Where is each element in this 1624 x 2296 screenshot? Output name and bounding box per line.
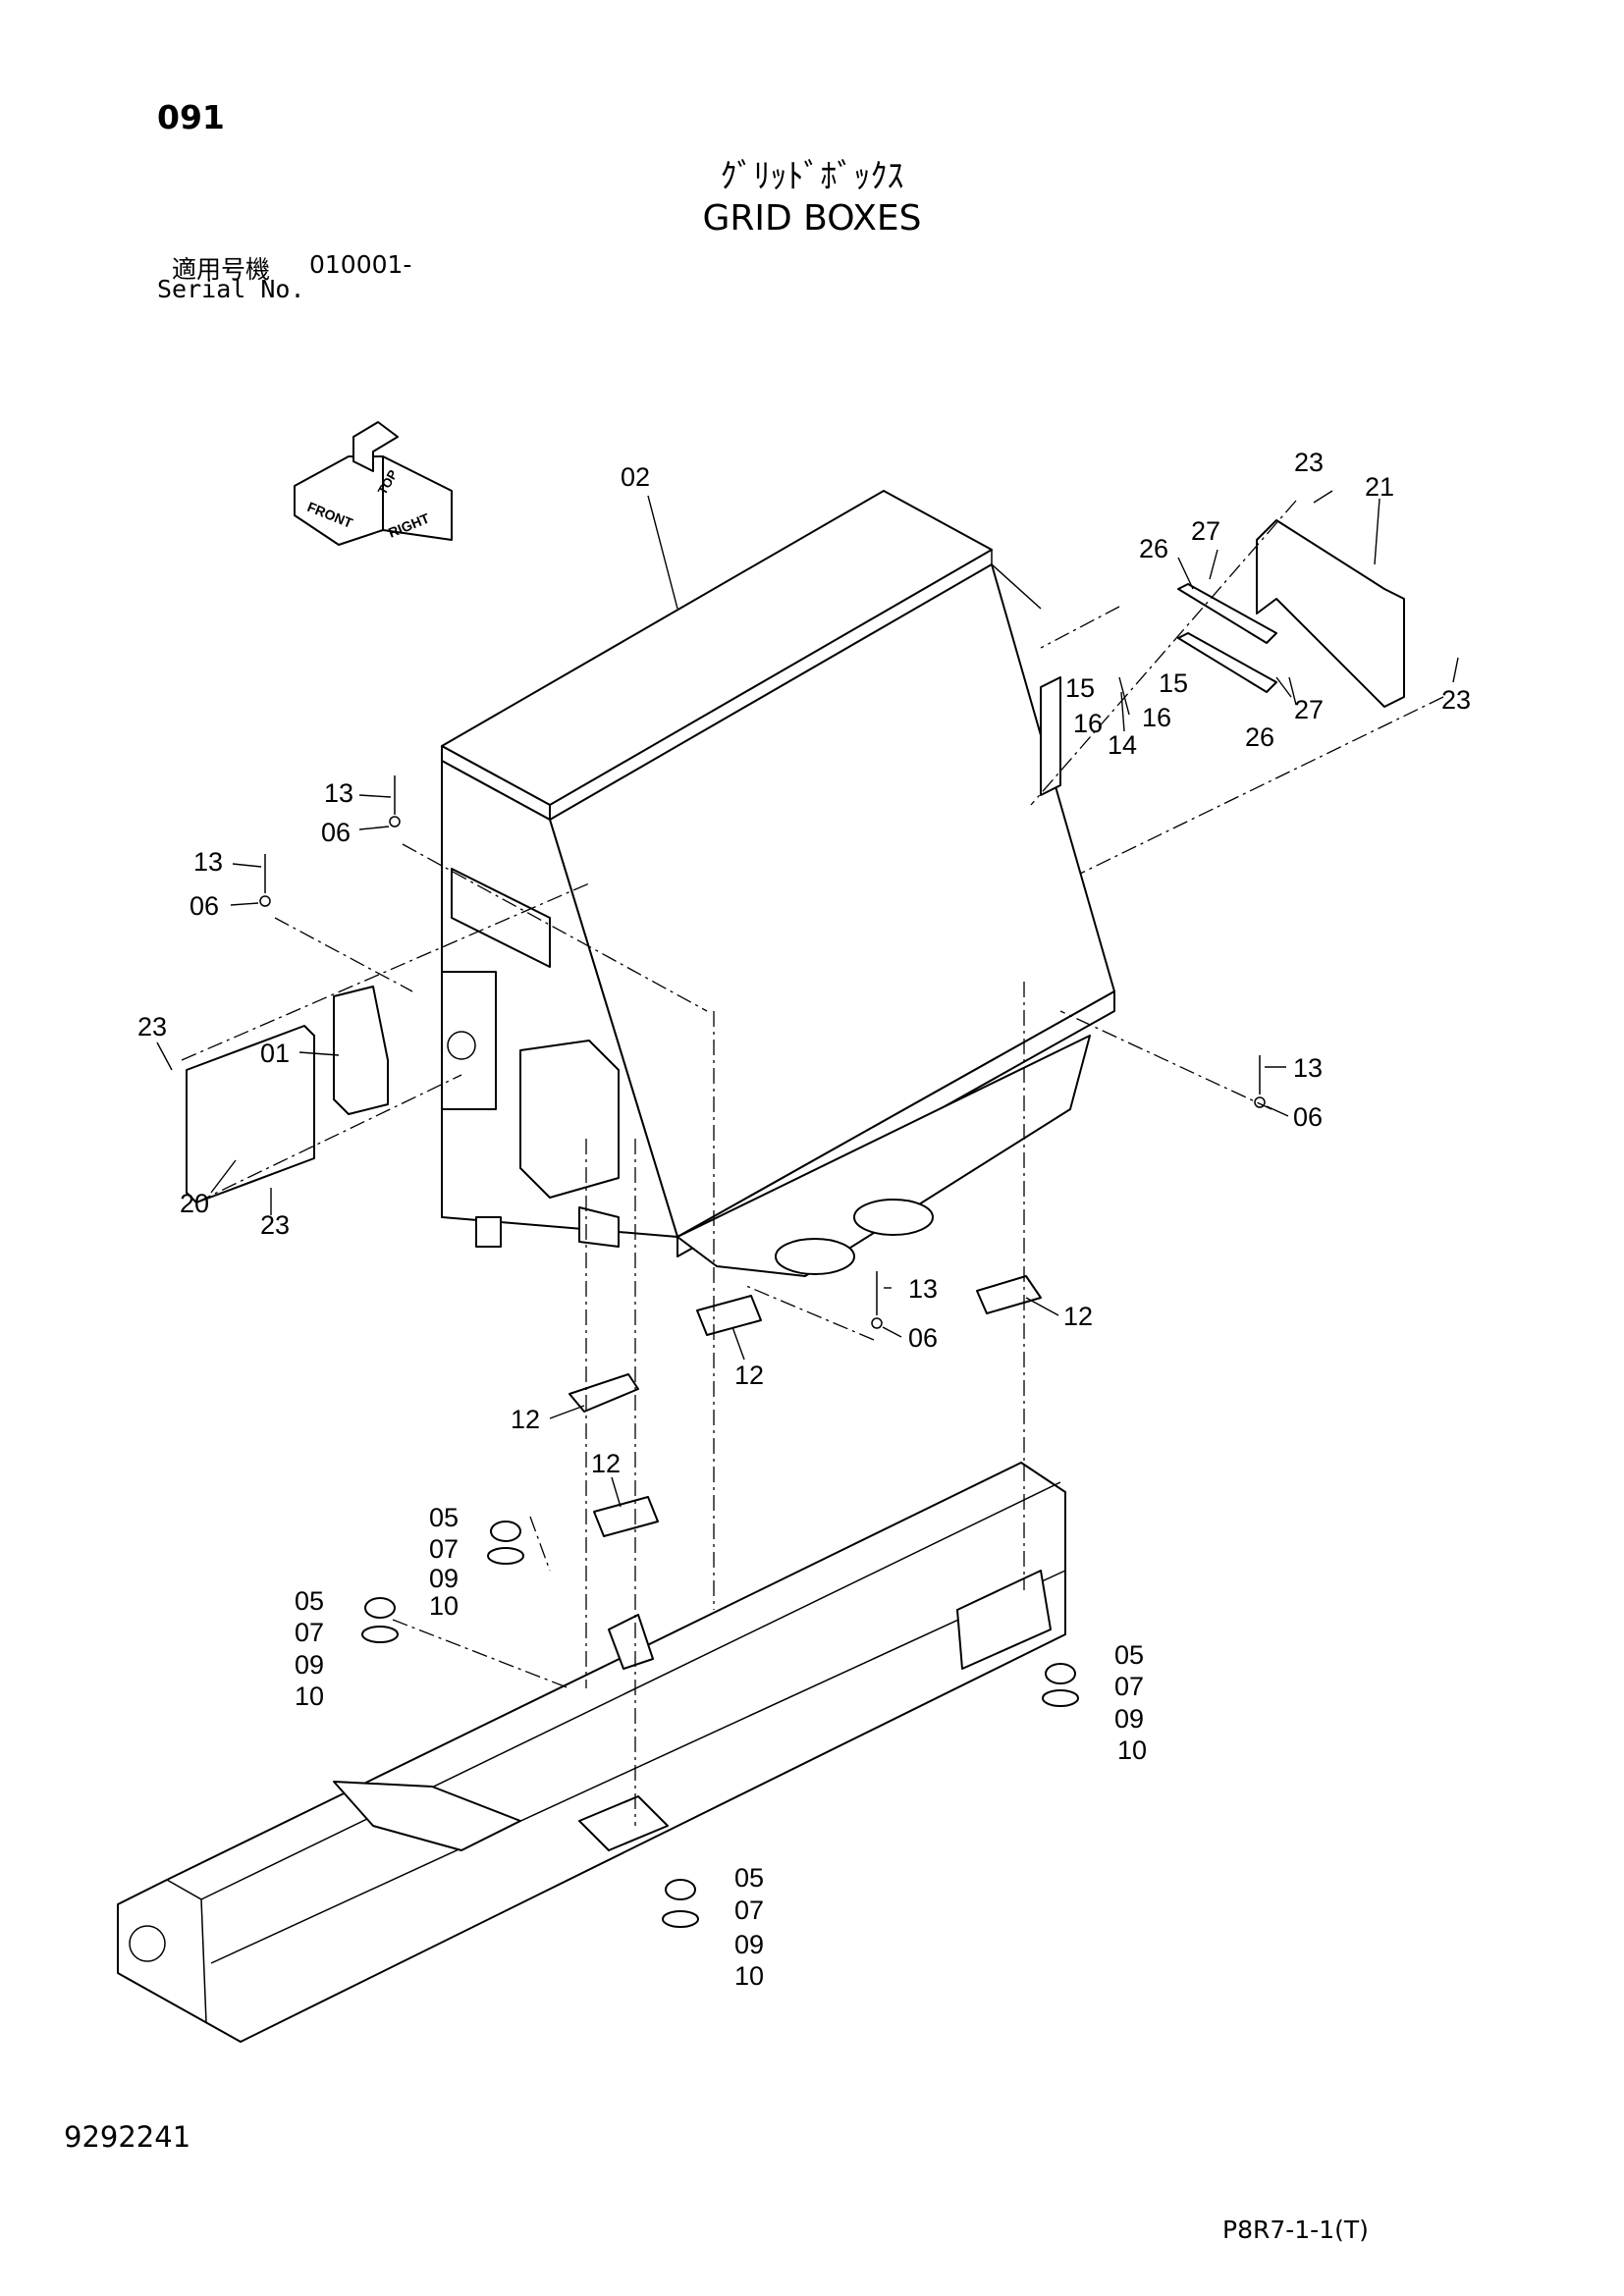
- callout-06-a: 06: [321, 818, 351, 847]
- serial-label-english: Serial No.: [157, 275, 305, 303]
- callout-15-right: 15: [1159, 668, 1188, 698]
- figure-code: P8R7-1-1(T): [1222, 2216, 1369, 2244]
- callout-05-c: 05: [1114, 1640, 1144, 1670]
- callout-20: 20: [180, 1189, 209, 1218]
- document-id: 9292241: [64, 2120, 191, 2154]
- title-japanese: ｸﾞﾘｯﾄﾞﾎﾞｯｸｽ: [720, 157, 904, 196]
- callout-02: 02: [621, 462, 650, 492]
- side-cover-left: [186, 1025, 315, 1203]
- side-cover-right: [1256, 519, 1405, 708]
- machine-frame: [117, 1462, 1066, 2043]
- bolt-set: [259, 775, 1266, 1329]
- callout-23-bottom: 23: [260, 1210, 290, 1240]
- callout-26-bottom: 26: [1245, 722, 1274, 752]
- mounting-plate-a: [568, 1373, 639, 1413]
- callout-10-b: 10: [295, 1682, 324, 1711]
- callout-26-top: 26: [1139, 534, 1168, 563]
- callout-16-right: 16: [1142, 703, 1171, 732]
- callout-15-left: 15: [1065, 673, 1095, 703]
- callout-13-c: 13: [1293, 1053, 1323, 1083]
- title-english: GRID BOXES: [702, 198, 922, 239]
- callout-12-d: 12: [591, 1449, 621, 1478]
- callout-12-a: 12: [1063, 1302, 1093, 1331]
- mounting-strap-lower: [1177, 632, 1277, 693]
- callout-10-d: 10: [734, 1961, 764, 1991]
- mounting-plate-c: [976, 1275, 1042, 1314]
- resistor-element: [333, 986, 389, 1115]
- callout-05-a: 05: [429, 1503, 459, 1532]
- serial-label-japanese: 適用号機: [172, 255, 271, 284]
- page-number: 091: [157, 98, 225, 136]
- mounting-plate-d: [593, 1496, 659, 1537]
- callout-05-b: 05: [295, 1586, 324, 1616]
- callout-13-a: 13: [324, 778, 353, 808]
- callout-10-c: 10: [1117, 1735, 1147, 1765]
- callout-06-d: 06: [908, 1323, 938, 1353]
- callout-07-d: 07: [734, 1896, 764, 1925]
- callout-21: 21: [1365, 472, 1394, 502]
- callout-06-c: 06: [1293, 1102, 1323, 1132]
- callout-leaders: [156, 490, 1459, 1508]
- callout-16-left: 16: [1073, 709, 1103, 738]
- callout-labels: 02 01 23 21 27 26 15 15 16 16 14 27 26 2…: [137, 448, 1471, 1991]
- callout-09-d: 09: [734, 1930, 764, 1959]
- callout-23-top: 23: [1294, 448, 1324, 477]
- callout-09-b: 09: [295, 1650, 324, 1680]
- mounting-strap-upper: [1177, 583, 1277, 644]
- callout-14: 14: [1108, 730, 1137, 760]
- serial-value: 010001-: [309, 250, 412, 279]
- callout-12-c: 12: [511, 1405, 540, 1434]
- grid-box-housing: [441, 490, 1115, 1277]
- callout-27-top: 27: [1191, 516, 1220, 546]
- rubber-mounts: [361, 1521, 1079, 1928]
- alignment-lines: [181, 500, 1444, 1826]
- callout-23-left: 23: [137, 1012, 167, 1041]
- callout-07-a: 07: [429, 1534, 459, 1564]
- callout-07-c: 07: [1114, 1672, 1144, 1701]
- callout-05-d: 05: [734, 1863, 764, 1893]
- mounting-plate-b: [696, 1295, 762, 1336]
- callout-27-bottom: 27: [1294, 695, 1324, 724]
- callout-13-b: 13: [193, 847, 223, 877]
- callout-09-a: 09: [429, 1564, 459, 1593]
- callout-12-b: 12: [734, 1361, 764, 1390]
- orientation-compass-icon: TOP FRONT RIGHT: [294, 421, 453, 546]
- callout-23-right: 23: [1441, 685, 1471, 715]
- callout-13-d: 13: [908, 1274, 938, 1304]
- callout-10-a: 10: [429, 1591, 459, 1621]
- callout-06-b: 06: [189, 891, 219, 921]
- callout-01: 01: [260, 1039, 290, 1068]
- callout-07-b: 07: [295, 1618, 324, 1647]
- callout-09-c: 09: [1114, 1704, 1144, 1734]
